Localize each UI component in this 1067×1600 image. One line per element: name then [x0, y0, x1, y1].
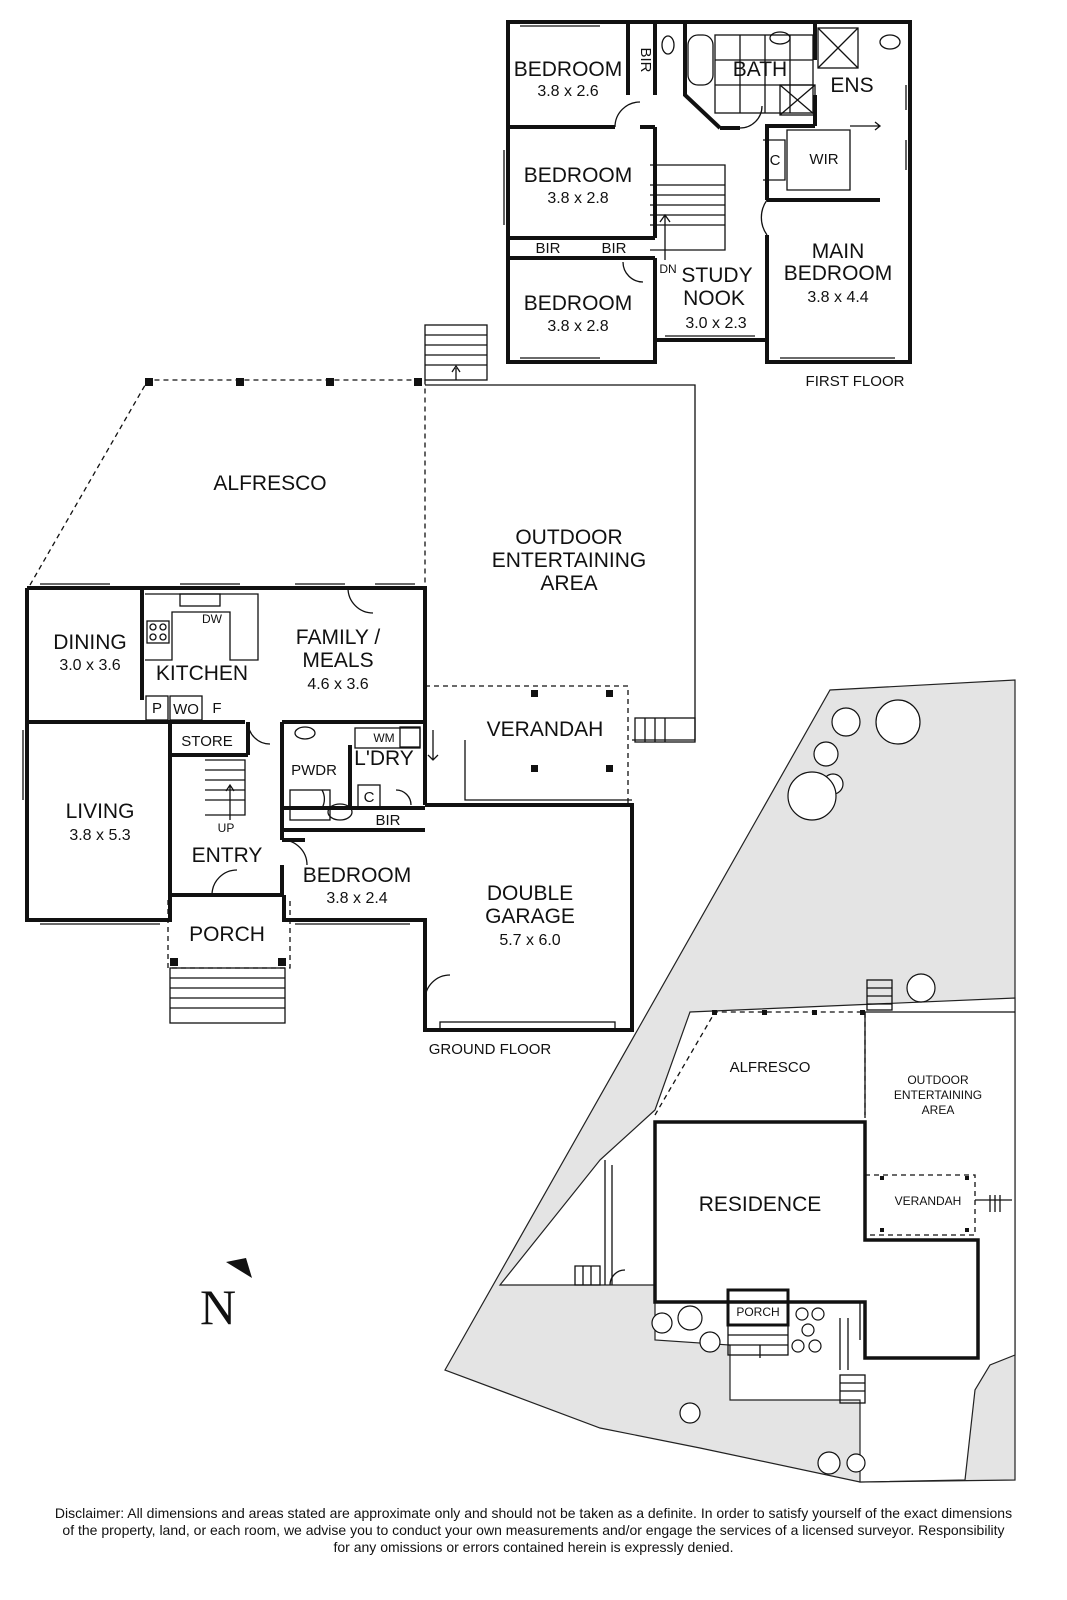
gf-living-label: LIVING	[66, 800, 135, 823]
gf-double-label: DOUBLE	[487, 882, 573, 905]
site-outdoor-label: OUTDOOR	[907, 1073, 969, 1087]
site-entertaining-label: ENTERTAINING	[894, 1088, 982, 1102]
site-plan: ALFRESCO OUTDOOR ENTERTAINING AREA RESID…	[444, 679, 1016, 1483]
ff-nook-label: NOOK	[683, 287, 745, 310]
gf-living-dim: 3.8 x 5.3	[69, 827, 130, 844]
ff-bir-label-2: BIR	[535, 240, 560, 257]
ff-study-dim: 3.0 x 2.3	[685, 315, 746, 332]
ff-wir-label: WIR	[809, 151, 838, 168]
first-floor-plan: BEDROOM 3.8 x 2.6 BEDROOM 3.8 x 2.8 BEDR…	[503, 20, 912, 390]
gf-kitchen-label: KITCHEN	[156, 662, 248, 685]
gf-garage-dim: 5.7 x 6.0	[499, 932, 560, 949]
ground-floor-plan: ALFRESCO OUTDOOR ENTERTAINING AREA DININ…	[22, 324, 696, 1058]
disclaimer-line-1: Disclaimer: All dimensions and areas sta…	[54, 1505, 1013, 1521]
ff-main-label: MAIN	[812, 240, 865, 263]
ff-bir-label-3: BIR	[601, 240, 626, 257]
gf-c-label: C	[364, 789, 375, 806]
ff-bedroom-3-label: BEDROOM	[524, 292, 633, 315]
ff-bedroom-2-dim: 3.8 x 2.8	[547, 190, 608, 207]
disclaimer-line-3: for any omissions or errors contained he…	[333, 1539, 734, 1555]
ff-bedroom-3-dim: 3.8 x 2.8	[547, 318, 608, 335]
ff-bedroom-1-dim: 3.8 x 2.6	[537, 83, 598, 100]
gf-bedroom-dim: 3.8 x 2.4	[326, 890, 387, 907]
gf-entry-label: ENTRY	[192, 844, 263, 867]
gf-dining-dim: 3.0 x 3.6	[59, 657, 120, 674]
gf-verandah-label: VERANDAH	[487, 718, 604, 741]
gf-laundry-label: L'DRY	[354, 747, 414, 770]
gf-wm-label: WM	[373, 731, 394, 745]
gf-dining-label: DINING	[53, 631, 127, 654]
gf-bedroom-label: BEDROOM	[303, 864, 412, 887]
site-verandah-label: VERANDAH	[895, 1194, 962, 1208]
gf-garage-label: GARAGE	[485, 905, 575, 928]
disclaimer-text: Disclaimer: All dimensions and areas sta…	[10, 1505, 1057, 1556]
ff-main-dim: 3.8 x 4.4	[807, 289, 868, 306]
gf-up-label: UP	[218, 821, 235, 835]
gf-wo-label: WO	[173, 701, 199, 718]
gf-outdoor-label: OUTDOOR	[515, 526, 622, 549]
gf-dw-label: DW	[202, 612, 223, 626]
ff-c-label: C	[770, 152, 781, 169]
disclaimer-line-2: of the property, land, or each room, we …	[62, 1522, 1005, 1538]
gf-entertaining-label: ENTERTAINING	[492, 549, 646, 572]
compass-north-label: N	[200, 1279, 237, 1335]
gf-pwdr-label: PWDR	[291, 762, 337, 779]
site-porch-label: PORCH	[736, 1305, 779, 1319]
gf-bir-label: BIR	[375, 812, 400, 829]
ff-bir-label-1: BIR	[637, 47, 654, 72]
ff-study-label: STUDY	[681, 264, 752, 287]
ground-floor-caption: GROUND FLOOR	[429, 1041, 552, 1058]
ff-bedroom-1-label: BEDROOM	[514, 58, 623, 81]
gf-family-label: FAMILY /	[296, 626, 381, 649]
first-floor-caption: FIRST FLOOR	[806, 373, 905, 390]
gf-store-label: STORE	[181, 733, 232, 750]
site-residence-label: RESIDENCE	[699, 1193, 822, 1216]
gf-area-label: AREA	[540, 572, 597, 595]
gf-alfresco-label: ALFRESCO	[213, 472, 326, 495]
ff-bedroom-2-label: BEDROOM	[524, 164, 633, 187]
gf-pantry-label: P	[152, 700, 162, 717]
gf-meals-label: MEALS	[302, 649, 373, 672]
site-area-label: AREA	[922, 1103, 955, 1117]
ff-main-bedroom-label: BEDROOM	[784, 262, 893, 285]
ff-dn-label: DN	[659, 262, 676, 276]
north-arrow-icon	[226, 1258, 252, 1278]
ff-bath-label: BATH	[733, 58, 787, 81]
gf-fridge-label: F	[212, 700, 221, 717]
gf-porch-label: PORCH	[189, 923, 265, 946]
site-alfresco-label: ALFRESCO	[730, 1059, 811, 1076]
ff-ens-label: ENS	[830, 74, 873, 97]
gf-family-dim: 4.6 x 3.6	[307, 676, 368, 693]
